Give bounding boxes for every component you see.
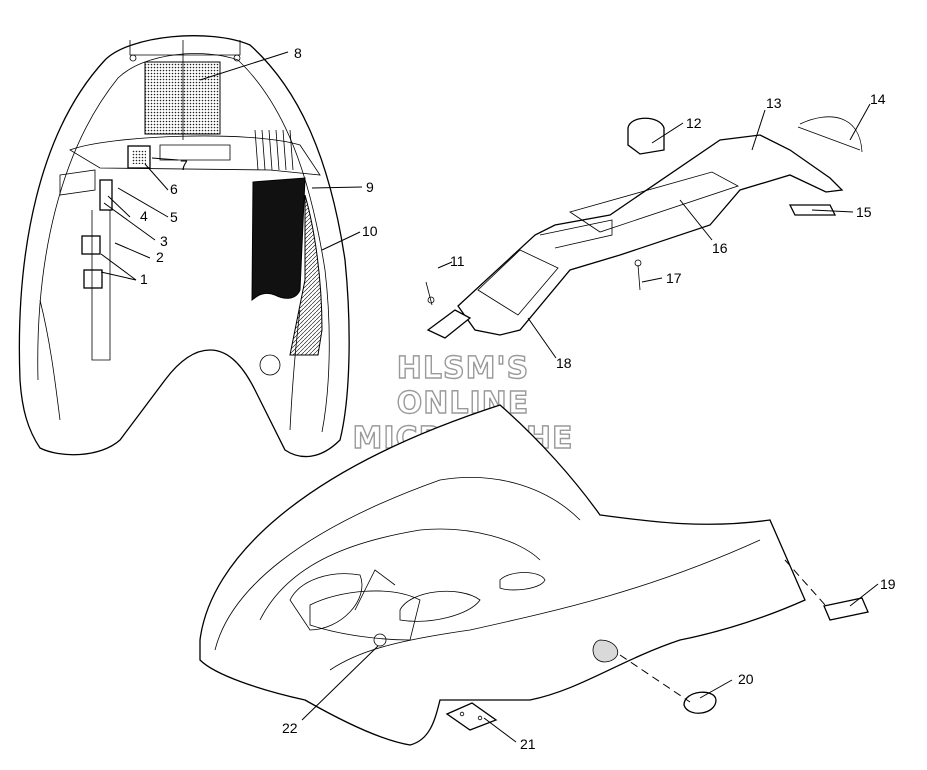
watermark-line2: ONLINE [397,386,530,421]
callout-19: 19 [880,576,896,592]
hood-underside-view [18,35,350,458]
callout-13: 13 [766,95,782,111]
callout-3: 3 [160,233,168,249]
callout-2: 2 [156,249,164,265]
watermark-line1: HLSM'S [397,351,529,386]
hood-perspective-view [199,404,869,746]
callout-9: 9 [366,179,374,195]
callout-4: 4 [140,208,148,224]
callout-labels: 1 2 3 4 5 6 7 8 9 10 11 12 13 14 15 16 1… [140,45,896,752]
callout-22: 22 [282,720,298,736]
callout-1: 1 [140,271,148,287]
leader-lines [100,51,879,743]
callout-6: 6 [170,181,178,197]
callout-20: 20 [738,671,754,687]
callout-15: 15 [856,204,872,220]
callout-11: 11 [450,253,465,269]
callout-5: 5 [170,209,178,225]
callout-18: 18 [556,355,572,371]
callout-12: 12 [686,115,702,131]
callout-14: 14 [870,91,886,107]
callout-21: 21 [520,736,536,752]
callout-10: 10 [362,223,378,239]
callout-16: 16 [712,240,728,256]
callout-8: 8 [294,45,302,61]
callout-17: 17 [666,270,682,286]
panel-assembly-view [425,116,863,339]
callout-7: 7 [180,157,188,173]
